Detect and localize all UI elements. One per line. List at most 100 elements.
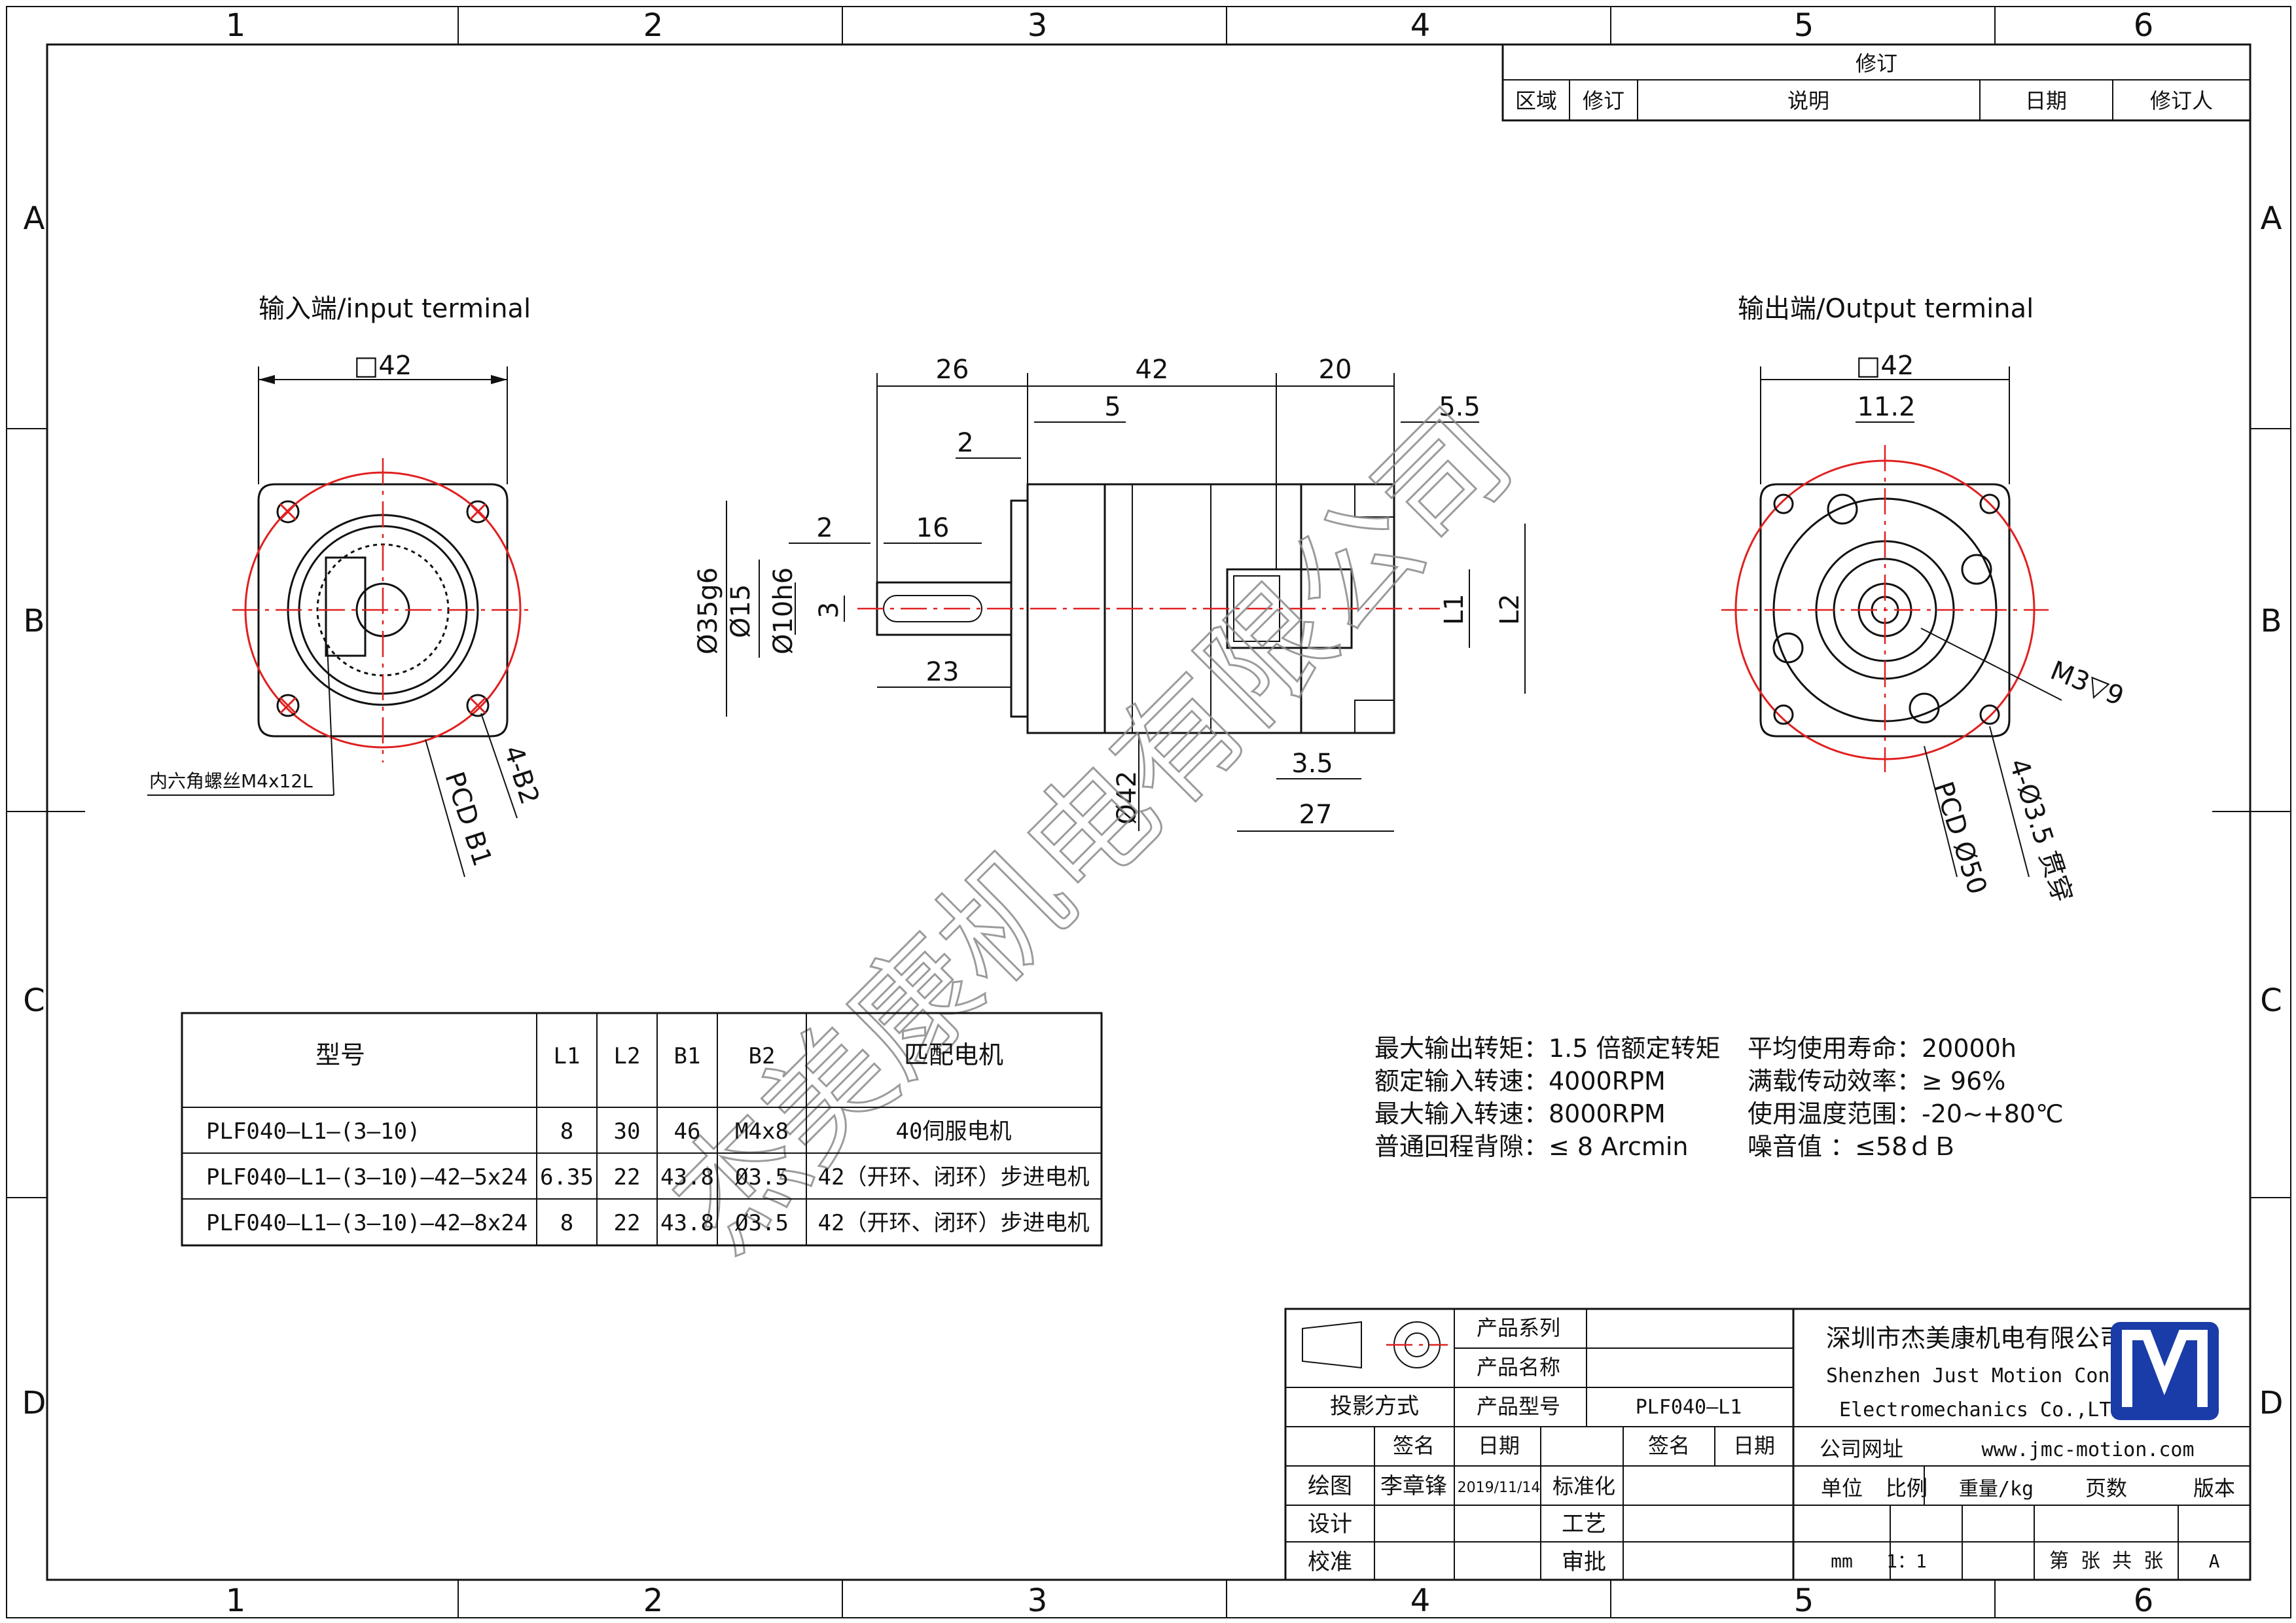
spec-cell: 8 — [560, 1118, 573, 1145]
col-label: 2 — [643, 7, 664, 44]
input-terminal-view: 输入端/input terminal □42 内六角螺丝M4x12L PCD B… — [147, 294, 545, 878]
input-view-title: 输入端/input terminal — [259, 294, 531, 324]
input-square-dim: □42 — [354, 351, 412, 381]
spec-cell: PLF040–L1–(3–10) — [206, 1118, 421, 1145]
col-label: 5 — [1794, 1582, 1814, 1619]
approve-label: 审批 — [1562, 1549, 1606, 1575]
company-name-cn: 深圳市杰美康机电有限公司 — [1826, 1324, 2125, 1353]
company-name-en1: Shenzhen Just Motion Control — [1826, 1364, 2157, 1387]
col-label: 1 — [226, 1582, 246, 1619]
spec-cell: 8 — [560, 1210, 573, 1236]
dim-label: L1 — [1439, 594, 1469, 625]
date-label: 日期 — [1733, 1433, 1775, 1458]
holes-b2-label: 4-B2 — [497, 742, 545, 808]
dim-label: 23 — [926, 657, 960, 687]
row-label: A — [2261, 200, 2282, 237]
revision-header: 说明 — [1787, 88, 1829, 113]
process-label: 工艺 — [1562, 1511, 1606, 1537]
spec-cell: 46 — [674, 1118, 701, 1145]
spec-cell: 43.8 — [660, 1164, 714, 1190]
mount-hole — [466, 500, 490, 524]
spec-cell: 40伺服电机 — [896, 1118, 1012, 1145]
spec-header: L1 — [554, 1043, 581, 1069]
spec-line: 平均使用寿命：20000h — [1748, 1034, 2017, 1063]
dim-label: Ø10h6 — [768, 567, 798, 654]
dim-label: 3 — [814, 602, 844, 618]
scale-label: 比例 — [1886, 1476, 1928, 1501]
column-labels-top: 1 2 3 4 5 6 — [226, 7, 2154, 44]
spec-header: L2 — [614, 1043, 641, 1069]
dim-label: 5 — [1104, 392, 1121, 422]
revision-header: 日期 — [2025, 88, 2067, 113]
dim-label: 5.5 — [1439, 392, 1480, 422]
spec-line: 额定输入转速：4000RPM — [1374, 1067, 1666, 1096]
holes-35-label: 4-Ø3.5 贯穿 — [2003, 755, 2077, 906]
revision-title: 修订 — [1856, 51, 1897, 76]
dim-label: 26 — [936, 355, 969, 385]
spec-header: B2 — [749, 1043, 776, 1069]
spec-line: 普通回程背隙：≤ 8 Arcmin — [1374, 1132, 1689, 1161]
unit-label: 单位 — [1821, 1476, 1863, 1501]
spec-cell: 22 — [614, 1210, 641, 1236]
key-dim: 11.2 — [1857, 392, 1915, 422]
spec-line: 最大输出转矩：1.5 倍额定转矩 — [1374, 1034, 1721, 1063]
drawer-name: 李章锋 — [1380, 1473, 1447, 1499]
dim-label: Ø35g6 — [693, 567, 723, 654]
dim-label: L2 — [1495, 594, 1525, 625]
col-label: 5 — [1794, 7, 1814, 44]
row-label: C — [23, 982, 45, 1019]
spec-cell: 42（开环、闭环）步进电机 — [818, 1164, 1090, 1190]
title-block: 投影方式 产品系列 产品名称 产品型号 PLF040–L1 签名 日期 签名 日… — [1284, 1308, 2251, 1581]
output-terminal-view: 输出端/Output terminal □42 11.2 M3▽9 PCD Ø5… — [1721, 294, 2128, 906]
col-label: 4 — [1410, 1582, 1431, 1619]
dim-label: 27 — [1299, 800, 1333, 830]
side-section-view: 26 42 20 5 2 5.5 2 16 Ø35g6 Ø15 Ø10h6 3 … — [693, 355, 1526, 832]
dim-label: 3.5 — [1291, 749, 1333, 779]
spec-header: B1 — [674, 1043, 701, 1069]
website-label: 公司网址 — [1820, 1436, 1903, 1461]
performance-specs: 最大输出转矩：1.5 倍额定转矩 额定输入转速：4000RPM 最大输入转速：8… — [1374, 1034, 2064, 1161]
scale-value: 1：1 — [1886, 1550, 1927, 1572]
row-label: C — [2260, 982, 2282, 1019]
dim-label: Ø42 — [1112, 771, 1142, 825]
weight-label: 重量/kg — [1959, 1478, 2034, 1501]
col-label: 6 — [2134, 1582, 2154, 1619]
spec-cell: M4x8 — [735, 1118, 789, 1145]
row-labels: A B C D A B C D — [22, 200, 2284, 1421]
pages-label: 页数 — [2085, 1476, 2127, 1501]
sign-label: 签名 — [1393, 1433, 1435, 1458]
model-value: PLF040–L1 — [1636, 1396, 1742, 1419]
draw-date: 2019/11/14 — [1458, 1480, 1541, 1496]
row-label: D — [2259, 1385, 2284, 1421]
company-name-en2: Electromechanics Co.,LTD — [1839, 1399, 2123, 1421]
row-label: B — [24, 603, 45, 639]
mount-hole — [466, 694, 490, 717]
grid-ticks — [7, 7, 2291, 1618]
dim-label: 2 — [816, 513, 833, 543]
col-label: 1 — [226, 7, 246, 44]
mount-hole — [276, 694, 300, 717]
row-label: D — [22, 1385, 46, 1421]
spec-cell: 42（开环、闭环）步进电机 — [818, 1210, 1090, 1236]
projection-label: 投影方式 — [1330, 1393, 1419, 1419]
revision-table: 修订 区域 修订 说明 日期 修订人 — [1501, 43, 2251, 122]
pcd-50-label: PCD Ø50 — [1928, 778, 1992, 898]
col-label: 6 — [2134, 7, 2154, 44]
revision-header: 修订人 — [2150, 88, 2213, 113]
version-value: A — [2209, 1550, 2220, 1572]
spec-cell: Ø3.5 — [735, 1164, 789, 1190]
column-labels-bottom: 1 2 3 4 5 6 — [226, 1582, 2154, 1619]
row-label: B — [2261, 603, 2282, 639]
draw-label: 绘图 — [1308, 1473, 1352, 1499]
col-label: 3 — [1028, 1582, 1048, 1619]
spec-cell: PLF040–L1–(3–10)–42–5x24 — [206, 1164, 528, 1190]
check-label: 校准 — [1308, 1549, 1352, 1575]
row-label: A — [24, 200, 45, 237]
revision-header: 修订 — [1583, 88, 1624, 113]
company-logo — [2111, 1322, 2219, 1420]
spec-table: 型号 L1 L2 B1 B2 匹配电机 PLF040–L1–(3–10) 8 3… — [181, 1012, 1103, 1247]
pages-value: 第 张 共 张 — [2049, 1550, 2163, 1573]
spec-cell: 22 — [614, 1164, 641, 1190]
date-label: 日期 — [1478, 1433, 1520, 1458]
dim-label: 20 — [1319, 355, 1352, 385]
